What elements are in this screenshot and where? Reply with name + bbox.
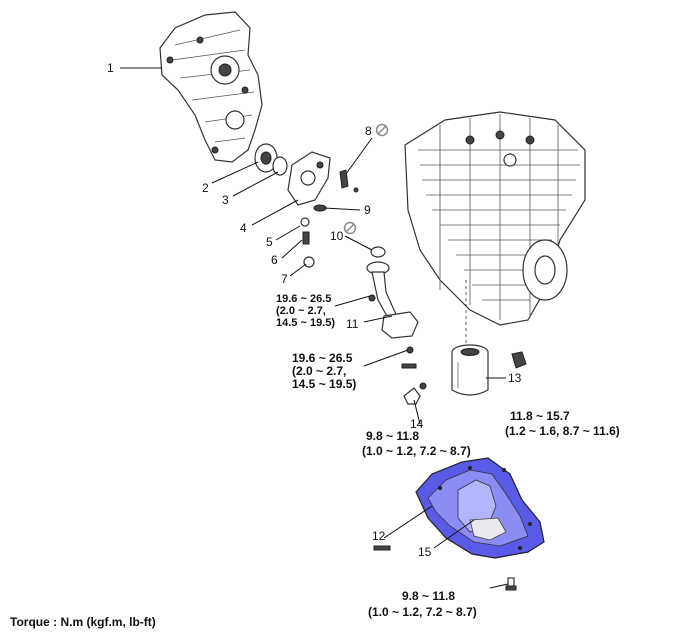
callout-7: 7 bbox=[281, 272, 288, 286]
seal-8 bbox=[339, 169, 359, 193]
torque-line: 19.6 ~ 26.5 bbox=[276, 293, 331, 305]
torque-spec-strainer-lower: 19.6 ~ 26.5 (2.0 ~ 2.7, 14.5 ~ 19.5) bbox=[292, 351, 356, 391]
drain-plug bbox=[505, 577, 517, 591]
torque-line: 14.5 ~ 19.5) bbox=[292, 377, 356, 391]
oil-pan-bolt bbox=[373, 545, 391, 551]
callout-6: 6 bbox=[271, 253, 278, 267]
torque-line: (2.0 ~ 2.7, bbox=[276, 305, 326, 317]
relief-plug bbox=[303, 256, 315, 268]
inner-rotor bbox=[272, 156, 288, 176]
torque-spec-bracket: 9.8 ~ 11.8 (1.0 ~ 1.2, 7.2 ~ 8.7) bbox=[362, 429, 471, 458]
leader-lines bbox=[120, 67, 509, 589]
timing-chain-cover bbox=[159, 11, 263, 163]
callouts: 1 2 3 4 5 6 7 8 9 10 11 12 13 14 15 bbox=[107, 61, 522, 559]
relief-spring bbox=[302, 231, 310, 245]
callout-2: 2 bbox=[202, 181, 209, 195]
callout-14: 14 bbox=[410, 417, 424, 431]
torque-line: 9.8 ~ 11.8 bbox=[366, 429, 419, 443]
callout-13: 13 bbox=[508, 371, 522, 385]
torque-line: 19.6 ~ 26.5 bbox=[292, 351, 353, 365]
oil-pump-cover bbox=[287, 151, 331, 206]
torque-line: (1.2 ~ 1.6, 8.7 ~ 11.6) bbox=[505, 424, 620, 438]
oil-filter bbox=[451, 344, 489, 396]
torque-spec-strainer-upper: 19.6 ~ 26.5 (2.0 ~ 2.7, 14.5 ~ 19.5) bbox=[276, 293, 335, 329]
callout-1: 1 bbox=[107, 61, 114, 75]
torque-spec-filter: 11.8 ~ 15.7 (1.2 ~ 1.6, 8.7 ~ 11.6) bbox=[505, 409, 620, 438]
torque-line: (1.0 ~ 1.2, 7.2 ~ 8.7) bbox=[362, 444, 471, 458]
callout-10: 10 bbox=[330, 229, 344, 243]
callout-5: 5 bbox=[266, 235, 273, 249]
stud-bolt bbox=[401, 363, 417, 369]
engine-block bbox=[404, 111, 586, 326]
callout-8: 8 bbox=[365, 124, 372, 138]
torque-line: 14.5 ~ 19.5) bbox=[276, 317, 335, 329]
callout-4: 4 bbox=[240, 221, 247, 235]
callout-9: 9 bbox=[364, 203, 371, 217]
torque-unit-legend: Torque : N.m (kgf.m, lb-ft) bbox=[10, 615, 156, 629]
torque-line: 9.8 ~ 11.8 bbox=[402, 589, 455, 603]
callout-15: 15 bbox=[418, 545, 432, 559]
callout-3: 3 bbox=[222, 193, 229, 207]
no-reuse-icon bbox=[375, 123, 389, 137]
torque-line: (2.0 ~ 2.7, bbox=[292, 364, 346, 378]
torque-spec-drain: 9.8 ~ 11.8 (1.0 ~ 1.2, 7.2 ~ 8.7) bbox=[368, 589, 477, 619]
oil-strainer bbox=[366, 261, 419, 339]
oil-pan bbox=[415, 457, 545, 559]
callout-11: 11 bbox=[346, 317, 359, 331]
relief-valve bbox=[300, 217, 310, 227]
bracket bbox=[403, 382, 427, 405]
filter-fitting bbox=[511, 351, 527, 369]
torque-line: (1.0 ~ 1.2, 7.2 ~ 8.7) bbox=[368, 605, 477, 619]
torque-line: 11.8 ~ 15.7 bbox=[510, 409, 570, 423]
callout-12: 12 bbox=[372, 529, 386, 543]
strainer-gasket bbox=[370, 246, 386, 258]
no-reuse-icon bbox=[343, 221, 357, 235]
